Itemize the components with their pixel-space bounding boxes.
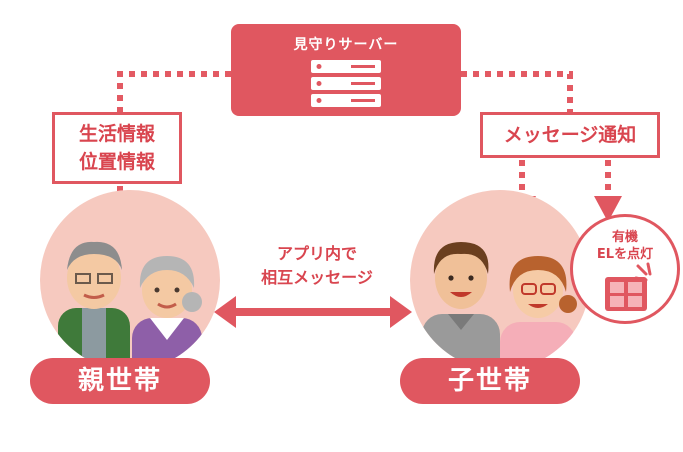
elderly-couple-icon — [58, 241, 202, 370]
arrow-down-oled — [594, 196, 622, 222]
in-app-message-label: アプリ内で 相互メッセージ — [232, 242, 402, 290]
oled-text: 有機 ELを点灯 — [573, 229, 677, 263]
parent-household-label: 親世帯 — [30, 358, 210, 404]
monitoring-server: 見守りサーバー — [231, 24, 461, 116]
light-rays-icon — [634, 262, 652, 282]
location-info-text: 位置情報 — [78, 151, 155, 173]
dotted-line-right-top — [461, 71, 573, 112]
parent-family-illustration — [40, 190, 220, 370]
dotted-line-left-top — [117, 71, 231, 112]
child-household-label: 子世帯 — [400, 358, 580, 404]
oled-text-line2: ELを点灯 — [596, 247, 654, 262]
double-arrow — [214, 296, 412, 328]
child-family-illustration — [410, 190, 590, 370]
in-app-message-line2: 相互メッセージ — [261, 268, 373, 287]
server-icon — [311, 60, 381, 107]
message-notification-text: メッセージ通知 — [503, 124, 637, 146]
message-notification-label: メッセージ通知 — [480, 112, 660, 158]
in-app-message-line1: アプリ内で — [276, 244, 357, 263]
young-couple-icon — [422, 242, 577, 370]
life-location-info-label: 生活情報 位置情報 — [52, 112, 182, 184]
oled-panel-icon — [605, 277, 647, 311]
oled-text-line1: 有機 — [611, 230, 638, 245]
life-info-text: 生活情報 — [78, 123, 155, 145]
server-title: 見守りサーバー — [293, 37, 399, 53]
oled-light-bubble: 有機 ELを点灯 — [570, 214, 680, 324]
